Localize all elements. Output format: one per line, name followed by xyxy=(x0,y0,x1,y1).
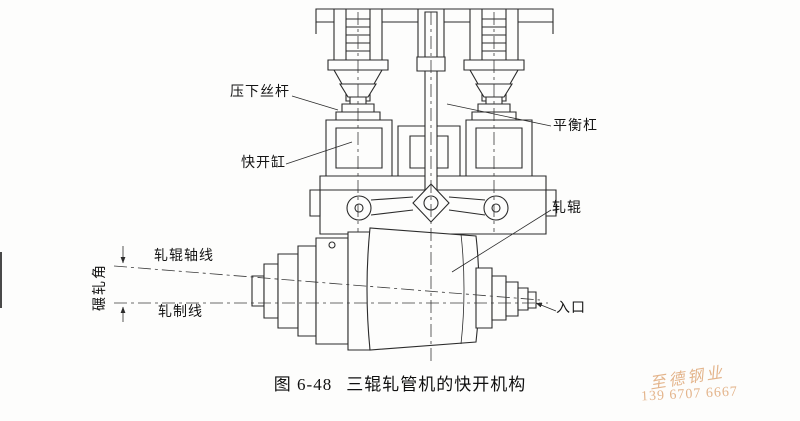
center-lines xyxy=(114,12,548,362)
label-rolling-angle: 碾轧角 xyxy=(93,263,108,311)
scan-edge-artifact xyxy=(0,252,2,308)
caption-number: 图 6-48 xyxy=(273,375,333,394)
inlet-arrow xyxy=(535,303,556,311)
label-roll-axis-line: 轧辊轴线 xyxy=(154,249,214,264)
leader-balance-bar xyxy=(447,104,551,126)
roll-barrel xyxy=(367,228,479,350)
figure-caption: 图 6-48 三辊轧管机的快开机构 xyxy=(0,370,800,395)
label-roll: 轧辊 xyxy=(552,201,582,216)
caption-title: 三辊轧管机的快开机构 xyxy=(346,375,527,394)
label-press-screw: 压下丝杆 xyxy=(230,85,290,100)
label-inlet: 入口 xyxy=(556,301,586,316)
roll-assembly xyxy=(252,228,536,350)
linkage xyxy=(347,184,508,222)
leader-lines xyxy=(286,96,556,311)
leader-press-screw xyxy=(292,96,338,110)
label-quick-open-cylinder: 快开缸 xyxy=(241,156,286,171)
leader-quick-open-cylinder xyxy=(286,142,352,164)
label-balance-bar: 平衡杠 xyxy=(553,119,598,134)
label-rolling-line: 轧制线 xyxy=(158,305,203,320)
leader-roll xyxy=(452,210,551,272)
